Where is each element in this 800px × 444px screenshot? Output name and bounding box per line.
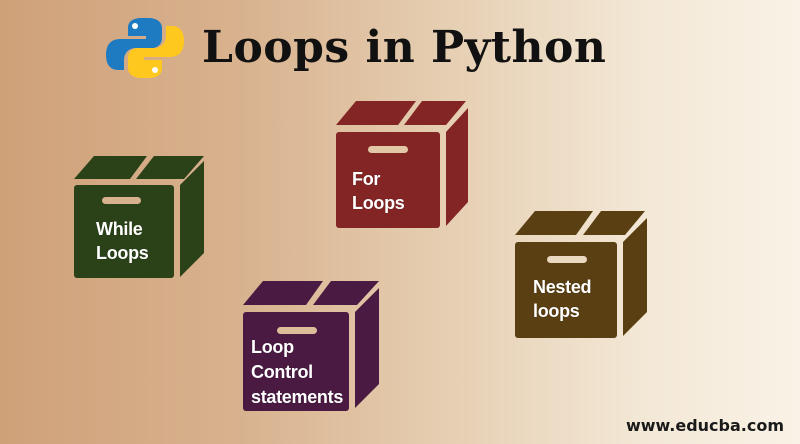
- header: Loops in Python: [102, 18, 607, 78]
- box-while-loops: While Loops: [72, 155, 207, 280]
- box-label-line3: statements: [251, 387, 344, 407]
- box-label-line2: Loops: [352, 193, 405, 213]
- box-label-line1: While: [96, 219, 143, 239]
- box-icon: [515, 211, 647, 338]
- box-label-line2: loops: [533, 301, 580, 321]
- box-icon: [336, 101, 468, 228]
- box-loop-control-statements: Loop Control statements: [241, 280, 381, 413]
- page-title: Loops in Python: [202, 22, 607, 73]
- box-for-loops: For Loops: [334, 100, 469, 230]
- box-label-line2: Loops: [96, 243, 149, 263]
- box-icon: [74, 156, 204, 278]
- box-nested-loops: Nested loops: [513, 210, 648, 340]
- python-logo-icon: [102, 16, 188, 80]
- box-label-line1: Loop: [251, 337, 294, 357]
- box-label-line1: Nested: [533, 277, 592, 297]
- website-url: www.educba.com: [625, 416, 784, 435]
- box-icon: [243, 281, 379, 411]
- box-label-line1: For: [352, 169, 381, 189]
- box-label-line2: Control: [251, 362, 313, 382]
